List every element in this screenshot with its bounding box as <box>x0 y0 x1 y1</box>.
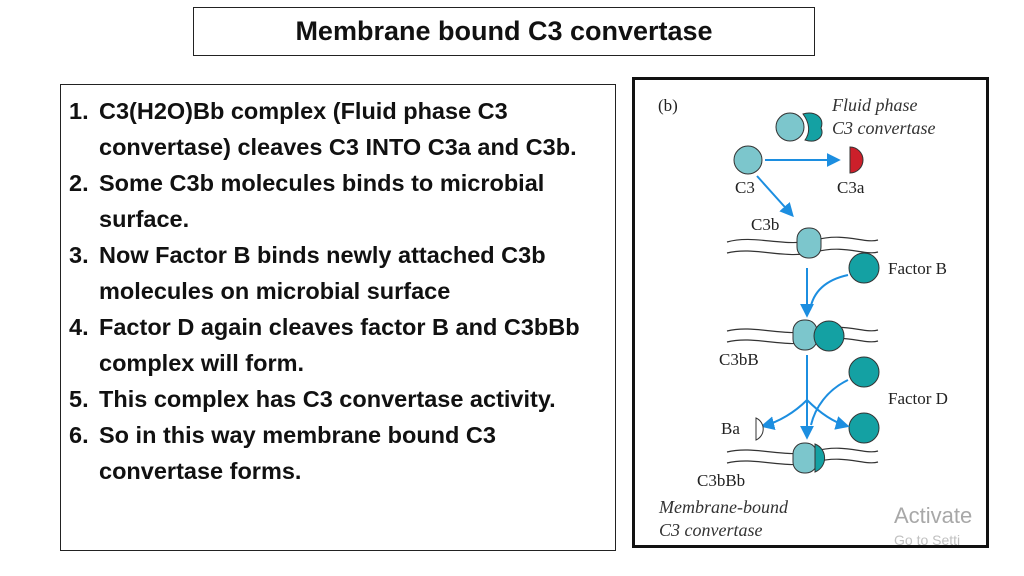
factor-b-label: Factor B <box>888 259 947 278</box>
ba-fragment <box>755 417 764 441</box>
step-text: So in this way membrane bound C3 convert… <box>99 422 496 484</box>
fluid-bb-molecule <box>802 112 823 142</box>
c3bb-c3b-part <box>792 319 818 351</box>
steps-box: 1. C3(H2O)Bb complex (Fluid phase C3 conv… <box>60 84 616 551</box>
diagram-canvas: (b) Fluid phase C3 convertase C3 C3a C3b… <box>658 95 948 540</box>
step-number: 4. <box>69 314 89 340</box>
step-text: Some C3b molecules binds to microbial su… <box>99 170 545 232</box>
membrane-bound-label-line1: Membrane-bound <box>658 497 789 517</box>
c3-label: C3 <box>735 178 755 197</box>
c3b-label: C3b <box>751 215 779 234</box>
step-text: This complex has C3 convertase activity. <box>99 386 556 412</box>
step-item: 2. Some C3b molecules binds to microbial … <box>69 165 607 237</box>
ba-label: Ba <box>721 419 740 438</box>
fluid-phase-label-line2: C3 convertase <box>832 118 935 138</box>
step-number: 1. <box>69 98 89 124</box>
c3bb-b-part <box>813 320 845 352</box>
fluid-phase-label-line1: Fluid phase <box>831 95 918 115</box>
panel-label: (b) <box>658 96 678 115</box>
c3a-fragment <box>849 146 864 174</box>
c3bb-label: C3bB <box>719 350 759 369</box>
complement-diagram: (b) Fluid phase C3 convertase C3 C3a C3b… <box>632 77 989 548</box>
step-item: 3. Now Factor B binds newly attached C3b … <box>69 237 607 309</box>
factor-d-molecule <box>848 412 880 444</box>
factor-d-release-arrow <box>806 399 850 430</box>
c3bbb-label: C3bBb <box>697 471 745 490</box>
step-number: 3. <box>69 242 89 268</box>
membrane-bound-label-line2: C3 convertase <box>659 520 762 540</box>
step-item: 6. So in this way membrane bound C3 conve… <box>69 417 607 489</box>
step-item: 4. Factor D again cleaves factor B and C3… <box>69 309 607 381</box>
settings-watermark: Go to Setti <box>894 532 961 548</box>
factor-b-join-arrow <box>809 274 849 311</box>
step-number: 2. <box>69 170 89 196</box>
c3bbb-bb-part <box>814 443 826 473</box>
factor-d-arrow <box>810 379 849 426</box>
c3bbb-c3b-part <box>792 442 818 474</box>
factor-d-label: Factor D <box>888 389 948 408</box>
c3-molecule <box>733 145 763 175</box>
step-text: Factor D again cleaves factor B and C3bB… <box>99 314 580 376</box>
activate-watermark: Activate <box>894 503 973 528</box>
factor-b-molecule <box>848 252 880 284</box>
step-item: 1. C3(H2O)Bb complex (Fluid phase C3 conv… <box>69 93 607 165</box>
c3b-bound-molecule <box>796 227 822 259</box>
step-number: 5. <box>69 386 89 412</box>
steps-list: 1. C3(H2O)Bb complex (Fluid phase C3 conv… <box>69 93 607 489</box>
ba-release-arrow <box>760 399 808 431</box>
step-text: Now Factor B binds newly attached C3b mo… <box>99 242 546 304</box>
fluid-c3-molecule <box>775 112 805 142</box>
slide-title: Membrane bound C3 convertase <box>193 7 815 56</box>
step-number: 6. <box>69 422 89 448</box>
step-item: 5. This complex has C3 convertase activit… <box>69 381 607 417</box>
c3a-label: C3a <box>837 178 865 197</box>
step-text: C3(H2O)Bb complex (Fluid phase C3 conver… <box>99 98 577 160</box>
c3b-arrow <box>756 175 794 218</box>
factor-d-molecule <box>848 356 880 388</box>
